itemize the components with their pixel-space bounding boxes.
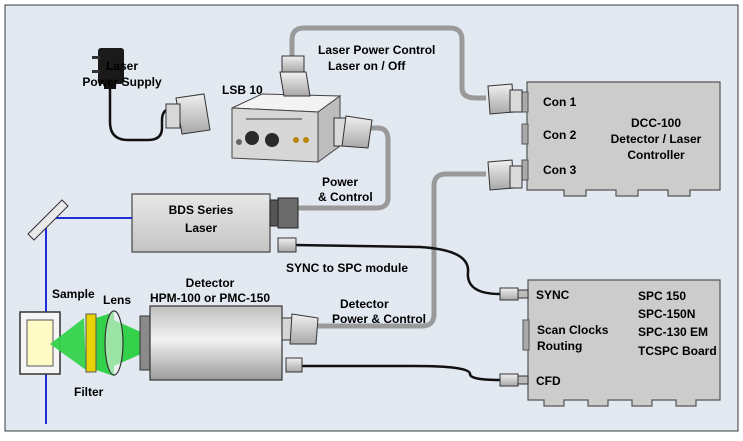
filter [85,313,97,373]
label-cfd: CFD [536,374,561,388]
label-laser-power-control: Laser Power Control [318,43,435,57]
sma-connector-spc-sync [499,287,529,301]
detector [139,305,283,381]
label-sync-to-spc: SYNC to SPC module [286,261,408,275]
sma-connector-bds-sync [277,237,297,253]
label-lens: Lens [103,293,131,307]
label-con3: Con 3 [543,163,577,177]
label-det-power-control: Power & Control [332,312,426,326]
db-connector-con1 [487,83,523,115]
db-connector-detector [281,313,319,345]
label-lsb10: LSB 10 [222,83,263,97]
cable-power-control [296,125,391,211]
label-bds-laser: Laser [185,221,217,235]
db-connector-con3 [487,159,523,191]
db-connector-lsb-input [165,93,211,135]
label-filter: Filter [74,385,104,399]
lens [104,310,124,376]
label-tcspc-board: TCSPC Board [638,344,717,358]
label-dcc-detector-laser: Detector / Laser [611,132,702,146]
label-sync: SYNC [536,288,570,302]
lsb10-box [231,93,342,163]
db-connector-bds [269,197,299,229]
label-spc150: SPC 150 [638,289,686,303]
sma-connector-detector-cfd [285,357,303,373]
label-sample: Sample [52,287,95,301]
mirror [27,199,69,241]
label-dcc-controller: Controller [627,148,685,162]
label-laser-power-supply: Laser [106,59,138,73]
label-detector-model: HPM-100 or PMC-150 [150,291,270,305]
cable-laser-power-control [289,25,486,101]
label-routing: Routing [537,339,582,353]
label-con1: Con 1 [543,95,577,109]
label-detector-2: Detector [340,297,389,311]
bds-laser-box [131,193,271,253]
spc-board [522,279,721,407]
label-bds-series: BDS Series [169,203,234,217]
db-connector-lsb-top [279,55,311,97]
label-power: Power [322,175,358,189]
label-detector: Detector [186,276,235,290]
label-spc150n: SPC-150N [638,307,695,321]
label-laser-on-off: Laser on / Off [328,59,406,73]
db-connector-lsb-right [333,115,373,149]
cable-detector-power-control [318,171,486,329]
label-dcc100: DCC-100 [631,116,681,130]
label-scan-clocks: Scan Clocks [537,323,609,337]
laser-power-supply [92,48,124,89]
dcc100-board [521,81,721,197]
label-spc130em: SPC-130 EM [638,325,708,339]
cable-sync [293,243,501,296]
label-and-control: & Control [318,190,373,204]
label-con2: Con 2 [543,128,577,142]
label-laser-power-supply-2: Power Supply [82,75,162,89]
sma-connector-spc-cfd [499,373,529,387]
cable-cfd [300,364,501,382]
